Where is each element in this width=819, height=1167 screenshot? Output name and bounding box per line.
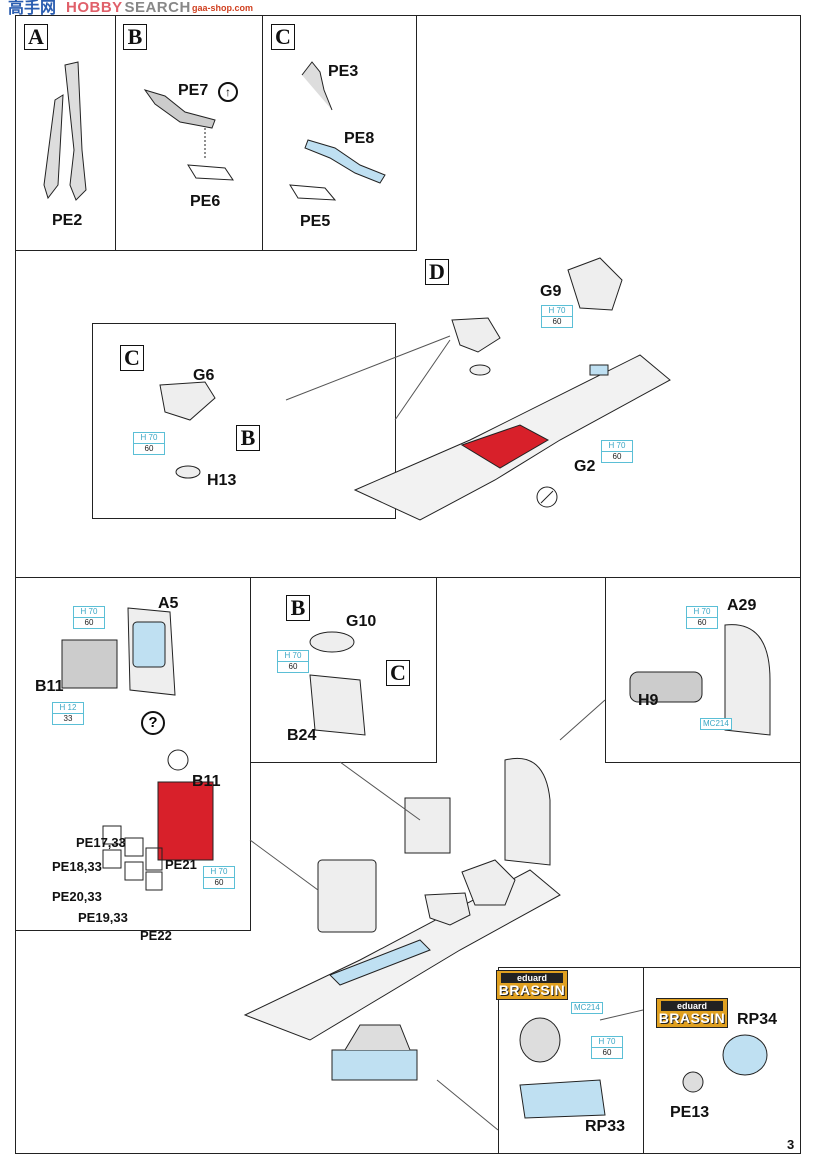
callout-c-label-2: C: [386, 660, 410, 686]
part-pe5: PE5: [300, 213, 331, 230]
g9-lower: [461, 859, 516, 906]
part-pe3: PE3: [328, 63, 359, 80]
step-c-label: C: [271, 24, 295, 50]
part-pe2: PE2: [52, 212, 83, 229]
paint-chip-mc214-rp33: MC214: [571, 1002, 603, 1014]
callout-b-label: B: [236, 425, 260, 451]
part-h9: H9: [638, 692, 659, 709]
watermark-url: gaa-shop.com: [192, 3, 254, 13]
h13-part: [175, 465, 201, 479]
rp33-base: [519, 1079, 606, 1119]
part-b11: B11: [35, 678, 64, 695]
part-rp34: RP34: [737, 1011, 778, 1028]
part-pe21: PE21: [165, 857, 197, 872]
pe7-part: [143, 89, 216, 129]
part-g9: G9: [540, 283, 562, 300]
g6-part: [159, 381, 216, 421]
seat-lower: [424, 892, 471, 926]
paint-chip-mc214-h9: MC214: [700, 718, 732, 730]
part-a5: A5: [158, 595, 179, 612]
pe13-part: [682, 1071, 704, 1093]
b24-part: [309, 674, 366, 736]
pe8-part: [304, 139, 386, 184]
part-g10: G10: [346, 613, 377, 630]
part-pe18: PE18,33: [52, 859, 102, 874]
a5-glass: [132, 621, 166, 668]
callout-b-label-2: B: [286, 595, 310, 621]
watermark-name: HOBBY SEARCH: [66, 0, 191, 16]
part-pe20: PE20,33: [52, 889, 102, 904]
part-pe6: PE6: [190, 193, 221, 210]
part-b24: B24: [287, 727, 317, 744]
bend-icon-2: [167, 749, 189, 771]
callout-c-label: C: [120, 345, 144, 371]
h9-part: [629, 671, 703, 703]
g9-blue: [589, 364, 609, 376]
optional-question-icon: ?: [141, 711, 165, 735]
page-number: 3: [787, 1137, 795, 1152]
section-divider: [15, 577, 801, 578]
g10-part: [309, 631, 355, 653]
pe5-part: [289, 184, 337, 201]
part-g6: G6: [193, 367, 215, 384]
pe2-belts: [43, 61, 87, 201]
bulkhead-lower: [504, 757, 551, 866]
part-pe19: PE19,33: [78, 910, 128, 925]
armor-part: [317, 859, 377, 933]
step-a-label: A: [24, 24, 48, 50]
part-pe17: PE17,33: [76, 835, 126, 850]
pe6-part: [187, 164, 234, 181]
part-pe22: PE22: [140, 928, 172, 943]
part-pe13: PE13: [670, 1104, 710, 1121]
part-g2: G2: [574, 458, 596, 475]
rp34-part: [722, 1034, 768, 1076]
part-a29: A29: [727, 597, 757, 614]
step-d-label: D: [425, 259, 449, 285]
g9-part: [567, 257, 623, 311]
pe3-part: [301, 61, 333, 111]
b11-part: [61, 639, 118, 689]
seat-part: [451, 317, 501, 353]
rp33-part: [519, 1017, 561, 1063]
step-c-panel: [262, 15, 417, 251]
bend-icon: [536, 486, 558, 508]
part-pe8: PE8: [344, 130, 375, 147]
part-rp33: RP33: [585, 1118, 626, 1135]
g10-b24-lower: [404, 797, 451, 854]
g2-red-area: [460, 424, 550, 469]
gunsight-base: [331, 1049, 418, 1081]
step-b-label: B: [123, 24, 147, 50]
watermark-cn: 高手网: [8, 0, 57, 17]
b11-red: [157, 781, 214, 861]
rotate-icon: ↑: [218, 82, 238, 102]
part-b11-red: B11: [192, 773, 221, 790]
part-pe7: PE7: [178, 82, 209, 99]
brassin-rp34-panel: [643, 967, 801, 1154]
a29-part: [724, 624, 771, 736]
part-h13: H13: [207, 472, 237, 489]
step-d-callout: [92, 323, 396, 519]
